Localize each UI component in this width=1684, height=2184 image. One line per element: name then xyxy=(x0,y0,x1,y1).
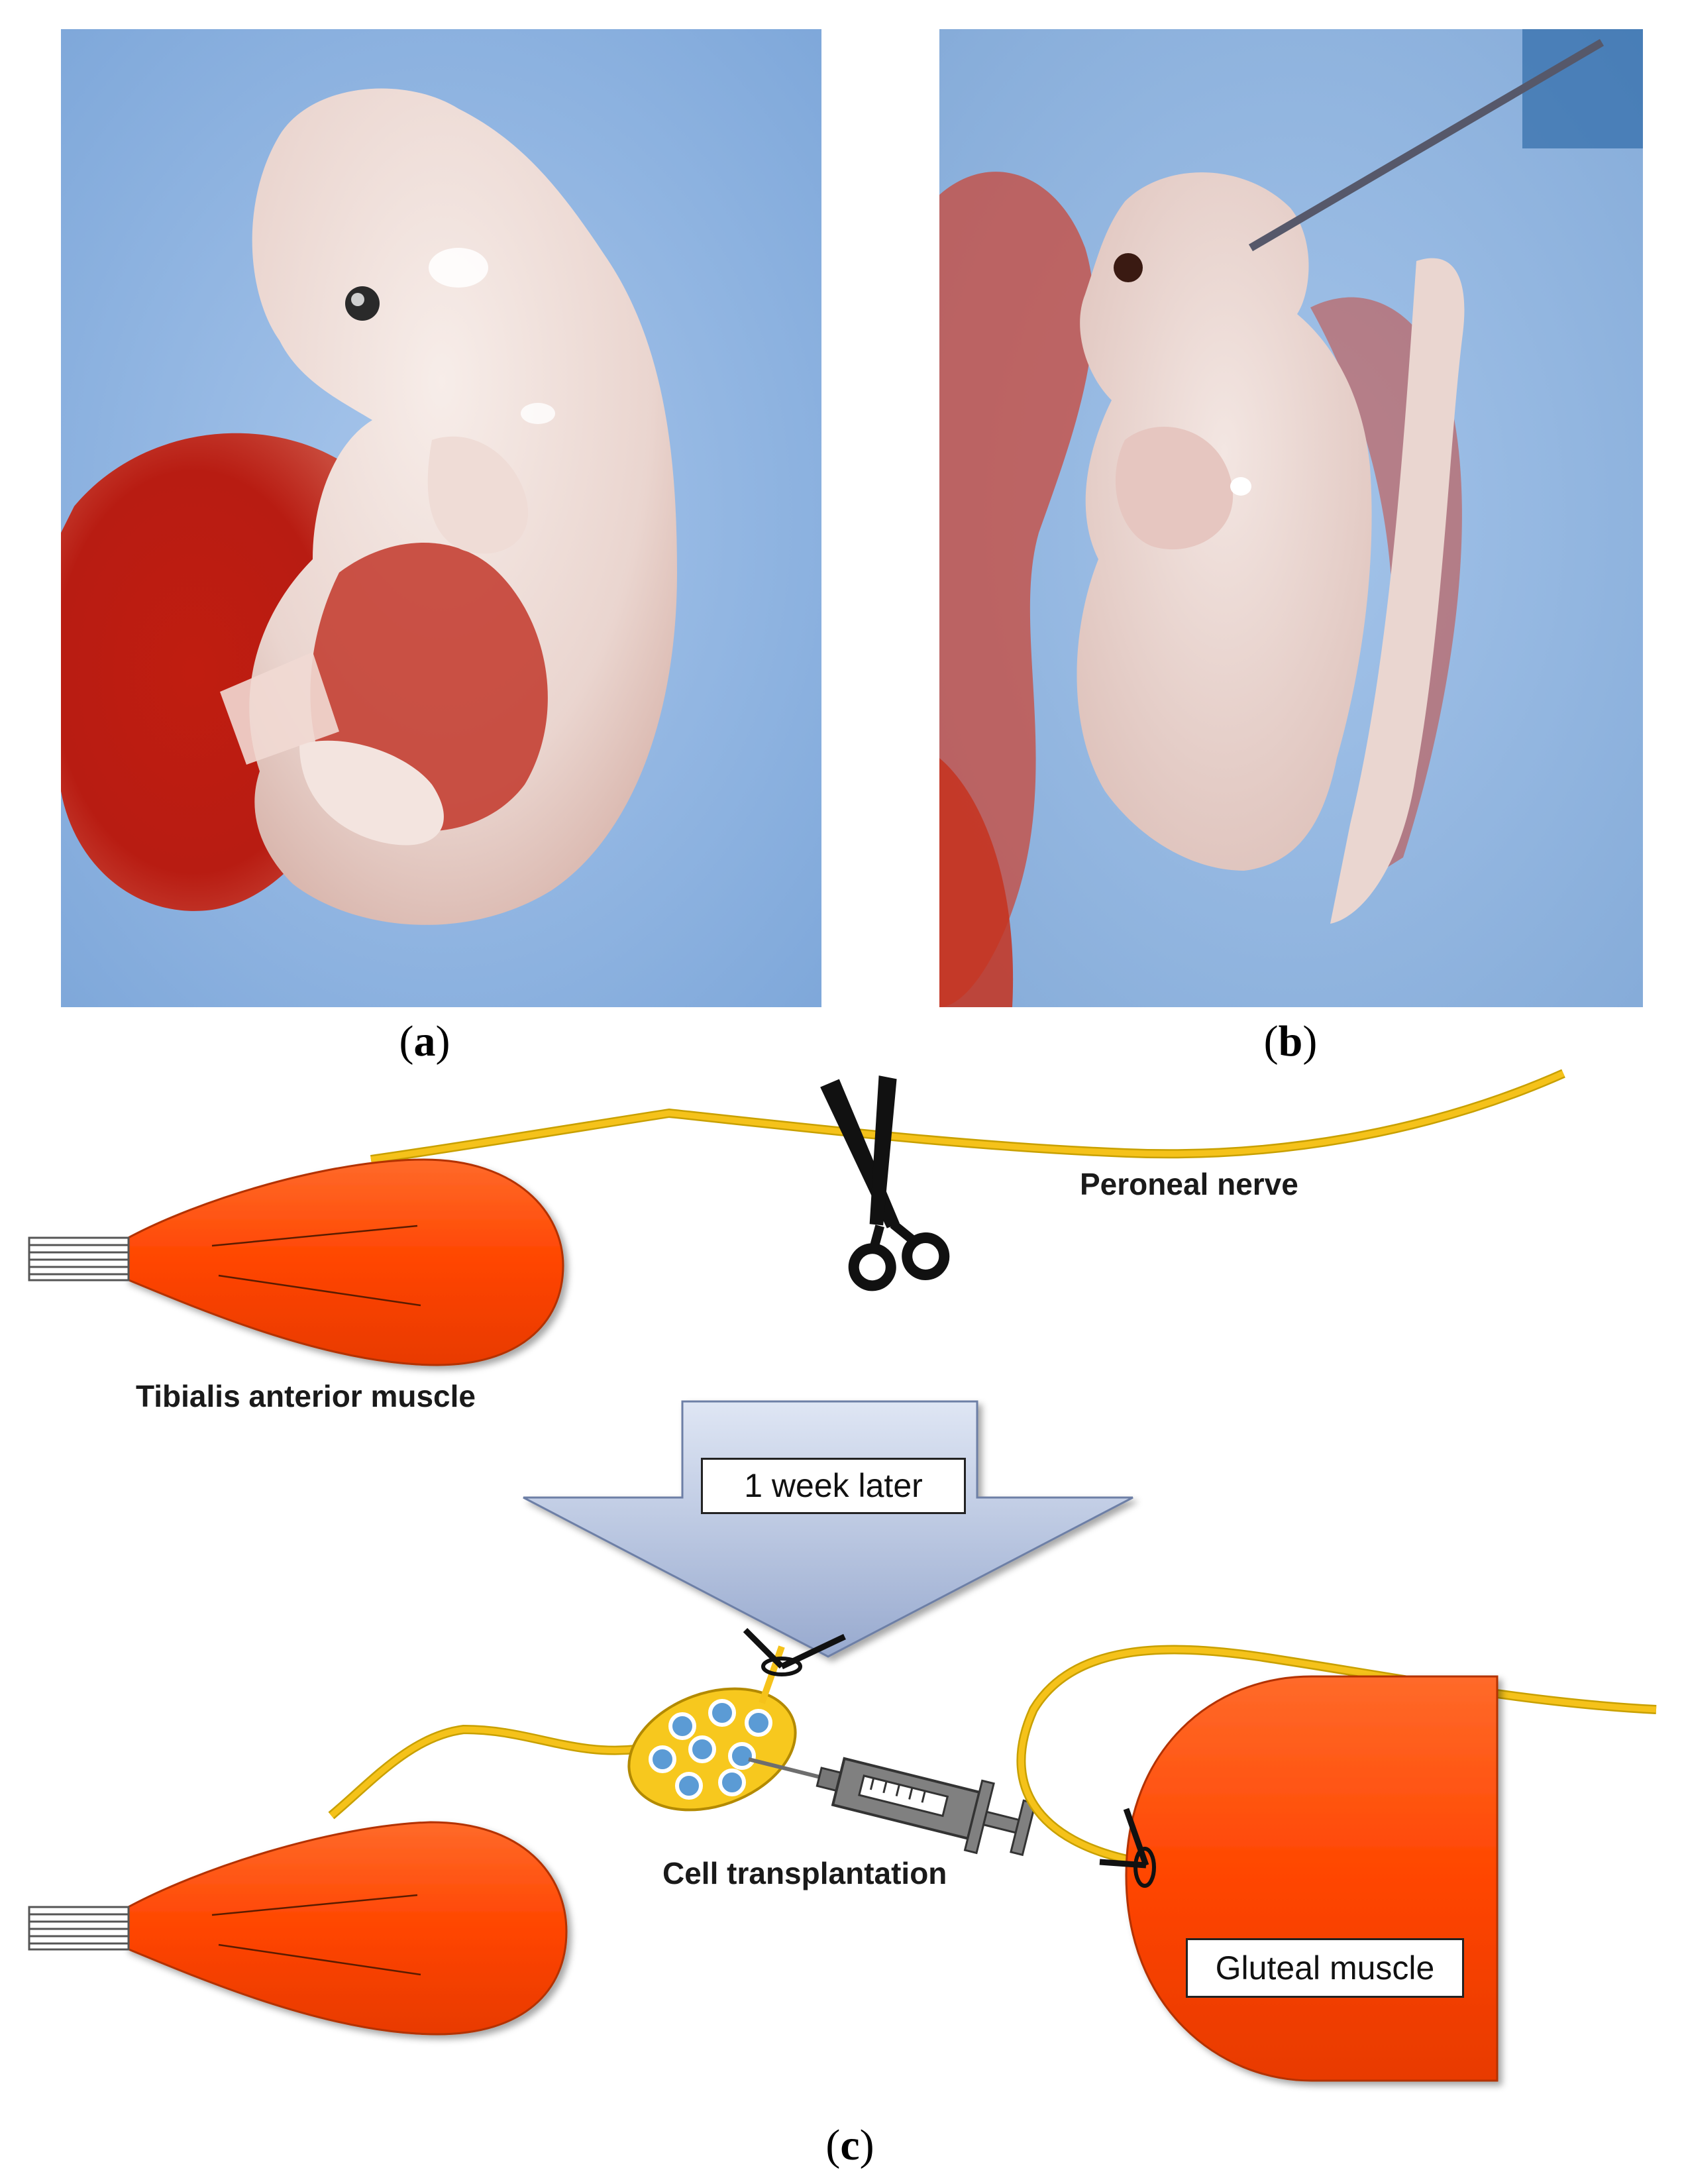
ligature-icon-gluteal xyxy=(1099,1808,1156,1888)
gluteal-muscle-label: Gluteal muscle xyxy=(1186,1938,1464,1998)
tendon-top xyxy=(28,1236,130,1282)
ligature-icon-top xyxy=(743,1627,846,1704)
syringe-icon xyxy=(748,1757,1037,1857)
photo-embryo-b xyxy=(939,29,1643,1007)
down-arrow xyxy=(523,1400,1133,1658)
tibialis-anterior-muscle-bottom xyxy=(125,1821,568,2036)
tibialis-anterior-label: Tibialis anterior muscle xyxy=(136,1379,476,1413)
nerve-graft-cells xyxy=(627,1687,797,1812)
arrow-label-box: 1 week later xyxy=(701,1458,966,1514)
panel-label-a: (a) xyxy=(399,1017,450,1065)
cell-transplantation-label: Cell transplantation xyxy=(662,1856,947,1890)
peroneal-nerve-label: Peroneal nerve xyxy=(1080,1167,1298,1201)
panel-label-c: (c) xyxy=(825,2121,874,2169)
photo-embryo-a xyxy=(61,29,821,1007)
tendon-bottom xyxy=(28,1906,130,1951)
panel-label-b: (b) xyxy=(1263,1017,1318,1065)
gluteal-muscle-shape xyxy=(1125,1675,1499,2082)
tibialis-anterior-muscle-top xyxy=(125,1158,564,1366)
nerve-transfer-diagram: Peroneal nerve Tibialis anterior muscle … xyxy=(0,1047,1684,2120)
peroneal-nerve-line xyxy=(370,1069,1565,1164)
scissors-icon xyxy=(820,1075,950,1291)
